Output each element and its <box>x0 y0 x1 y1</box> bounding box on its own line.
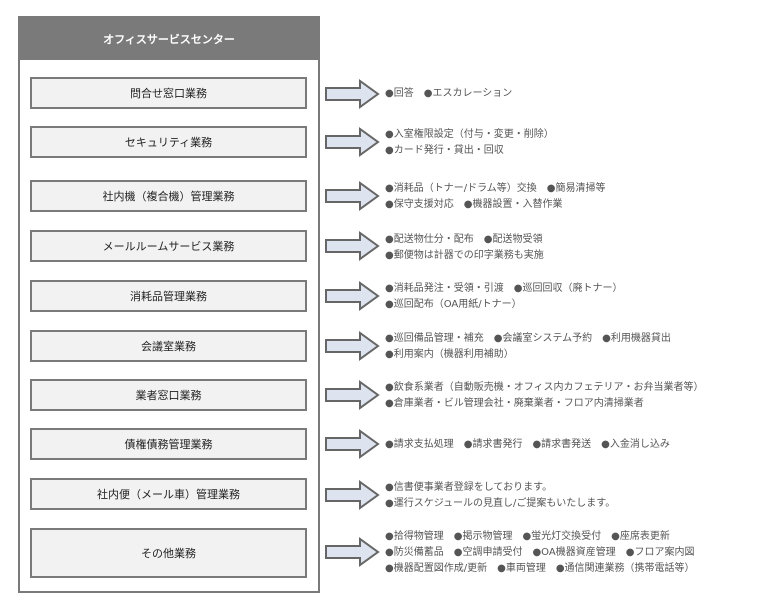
detail-line: ●配送物仕分・配布 ●配送物受領 <box>385 234 543 245</box>
detail-line: ●消耗品発注・受領・引渡 ●巡回回収（廃トナー） <box>385 283 623 294</box>
detail-line: ●巡回配布（OA用紙/トナー） <box>385 299 522 310</box>
detail-line: ●巡回備品管理・補充 ●会議室システム予約 ●利用機器貸出 <box>385 333 671 344</box>
detail-line: ●入室権限設定（付与・変更・削除） <box>385 129 554 140</box>
service-details: ●配送物仕分・配布 ●配送物受領 ●郵便物は計器での印字業務も実施 <box>385 232 544 264</box>
panel-title: オフィスサービスセンター <box>20 18 318 60</box>
service-details: ●請求支払処理 ●請求書発行 ●請求書発送 ●入金消し込み <box>385 437 670 453</box>
arrow-right-icon <box>325 537 380 567</box>
arrow-right-icon <box>325 127 380 157</box>
service-details: ●回答 ●エスカレーション <box>385 86 512 102</box>
arrow-right-icon <box>325 79 380 109</box>
service-box-security: セキュリティ業務 <box>30 126 307 158</box>
detail-line: ●請求支払処理 ●請求書発行 ●請求書発送 ●入金消し込み <box>385 439 670 450</box>
detail-line: ●拾得物管理 ●掲示物管理 ●蛍光灯交換受付 ●座席表更新 <box>385 531 670 542</box>
arrow-right-icon <box>325 281 380 311</box>
service-box-mfp: 社内機（複合機）管理業務 <box>30 180 307 212</box>
arrow-right-icon <box>325 231 380 261</box>
arrow-right-icon <box>325 331 380 361</box>
service-details: ●飲食系業者（自動販売機・オフィス内カフェテリア・お弁当業者等） ●倉庫業者・ビ… <box>385 380 704 412</box>
service-box-receivables: 債権債務管理業務 <box>30 428 307 460</box>
service-details: ●消耗品（トナー/ドラム等）交換 ●簡易清掃等 ●保守支援対応 ●機器設置・入替… <box>385 181 606 213</box>
detail-line: ●信書便事業者登録をしております。 <box>385 482 553 493</box>
detail-line: ●カード発行・貸出・回収 <box>385 145 504 156</box>
detail-line: ●利用案内（機器利用補助） <box>385 349 514 360</box>
service-box-supplies: 消耗品管理業務 <box>30 280 307 312</box>
service-details: ●信書便事業者登録をしております。 ●運行スケジュールの見直し/ご提案もいたしま… <box>385 480 615 512</box>
detail-line: ●倉庫業者・ビル管理会社・廃棄業者・フロア内清掃業者 <box>385 398 644 409</box>
service-details: ●巡回備品管理・補充 ●会議室システム予約 ●利用機器貸出 ●利用案内（機器利用… <box>385 331 671 363</box>
service-box-other: その他業務 <box>30 528 307 578</box>
service-details: ●入室権限設定（付与・変更・削除） ●カード発行・貸出・回収 <box>385 127 554 159</box>
detail-line: ●防災備蓄品 ●空調申請受付 ●OA機器資産管理 ●フロア案内図 <box>385 547 695 558</box>
service-box-mailroom: メールルームサービス業務 <box>30 230 307 262</box>
detail-line: ●郵便物は計器での印字業務も実施 <box>385 250 544 261</box>
detail-line: ●運行スケジュールの見直し/ご提案もいたします。 <box>385 498 616 509</box>
detail-line: ●保守支援対応 ●機器設置・入替作業 <box>385 199 563 210</box>
service-box-inquiry: 問合せ窓口業務 <box>30 77 307 109</box>
service-details: ●拾得物管理 ●掲示物管理 ●蛍光灯交換受付 ●座席表更新 ●防災備蓄品 ●空調… <box>385 529 695 577</box>
arrow-right-icon <box>325 380 380 410</box>
detail-line: ●飲食系業者（自動販売機・オフィス内カフェテリア・お弁当業者等） <box>385 382 704 393</box>
detail-line: ●回答 ●エスカレーション <box>385 88 513 99</box>
arrow-right-icon <box>325 181 380 211</box>
service-box-vendor: 業者窓口業務 <box>30 379 307 411</box>
arrow-right-icon <box>325 429 380 459</box>
arrow-right-icon <box>325 480 380 510</box>
service-details: ●消耗品発注・受領・引渡 ●巡回回収（廃トナー） ●巡回配布（OA用紙/トナー） <box>385 281 622 313</box>
detail-line: ●消耗品（トナー/ドラム等）交換 ●簡易清掃等 <box>385 183 606 194</box>
service-box-meeting-room: 会議室業務 <box>30 330 307 362</box>
detail-line: ●機器配置図作成/更新 ●車両管理 ●通信関連業務（携帯電話等） <box>385 563 695 574</box>
service-box-internal-mail: 社内便（メール車）管理業務 <box>30 478 307 510</box>
